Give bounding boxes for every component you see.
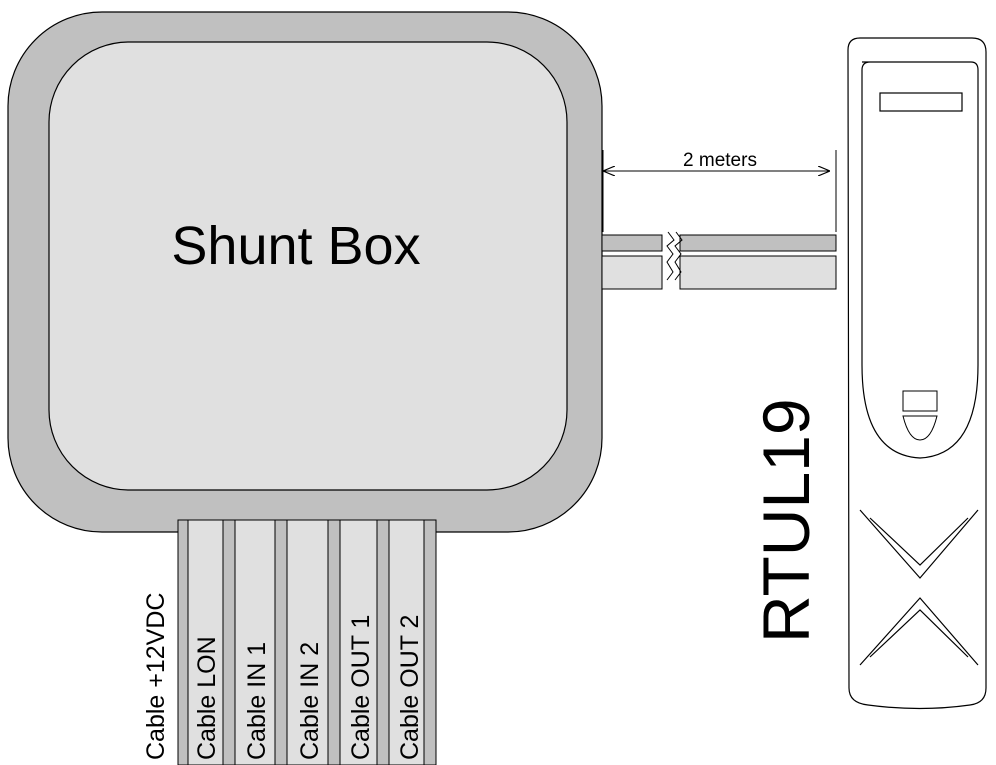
shunt-box: Shunt Box (7, 11, 603, 533)
cable-strip (222, 519, 236, 765)
dimension-label: 2 meters (683, 150, 757, 171)
chevron-down-icon (859, 509, 979, 579)
cable-strip (286, 519, 329, 765)
rtul19-device (847, 37, 987, 710)
device-label: RTUL19 (749, 398, 823, 643)
cable-strip (327, 519, 341, 765)
shunt-box-label: Shunt Box (171, 216, 420, 276)
cable-strip (423, 519, 437, 765)
cable-strip (339, 519, 378, 765)
cable-break-mark (666, 231, 675, 281)
cable-lower-left (601, 255, 663, 290)
cable-label-12vdc: Cable +12VDC (142, 593, 170, 760)
device-upper-panel (861, 61, 979, 459)
chevron-down-icon (869, 517, 969, 566)
cable-strip (187, 519, 224, 765)
bottom-cables (177, 519, 437, 765)
cable-strip (388, 519, 425, 765)
connection-cable (601, 231, 837, 290)
cable-labels: Cable +12VDC Cable LON Cable IN 1 Cable … (142, 593, 424, 760)
cable-label-lon: Cable LON (193, 636, 221, 760)
display-window (879, 92, 963, 112)
cable-strip (274, 519, 288, 765)
cable-label-out1: Cable OUT 1 (347, 615, 375, 760)
cable-strip (177, 519, 189, 765)
cable-break-mark (674, 231, 683, 281)
cable-upper-left (601, 234, 663, 252)
cable-label-in1: Cable IN 1 (243, 642, 271, 760)
cable-upper-right (679, 234, 837, 252)
cable-label-in2: Cable IN 2 (296, 642, 324, 760)
shunt-box-inner-panel (48, 41, 568, 491)
cable-strip (376, 519, 390, 765)
indicator-led (902, 390, 938, 412)
chevron-up-icon (869, 609, 969, 658)
dimension-indicator: 2 meters (602, 150, 837, 232)
chevron-up-icon (859, 597, 979, 666)
indicator-led (902, 415, 938, 441)
cable-lower-right (679, 255, 837, 290)
cable-label-out2: Cable OUT 2 (396, 615, 424, 760)
